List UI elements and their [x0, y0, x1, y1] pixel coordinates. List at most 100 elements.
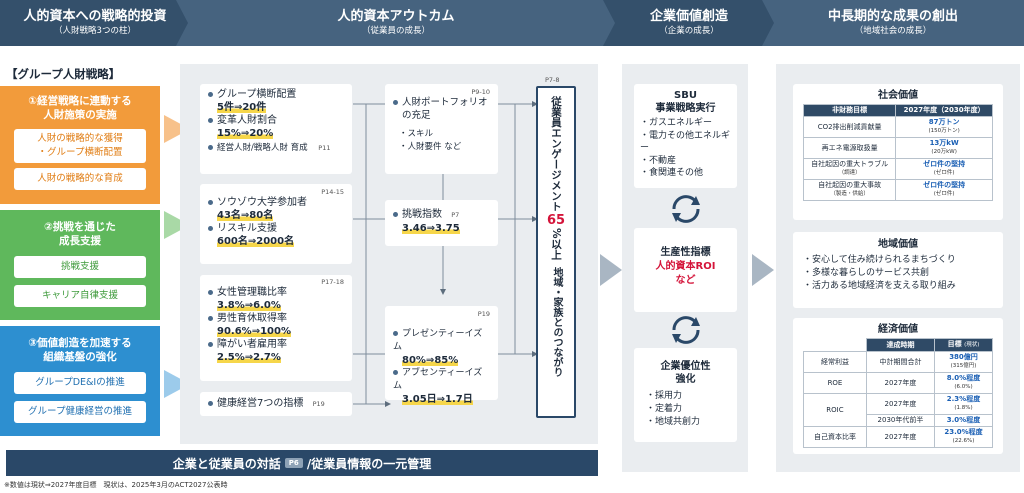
footnote: ※数値は現状⇒2027年度目標 現状は、2025年3月のACT2027公表時 [4, 481, 228, 489]
human-capital-roi: 人的資本ROI [655, 261, 716, 272]
economic-metric: 経常利益 [803, 351, 867, 373]
pillar-2-item-challenge: 挑戦支援 [14, 256, 146, 278]
page-ref: P19 [477, 310, 490, 318]
economic-period: 2027年度 [865, 393, 936, 415]
social-target-2030: (150万トン) [928, 128, 960, 134]
kpi-1-item-3: 経営人財/戦略人財 育成 P11 [208, 142, 344, 155]
advantage-item: ・採用力 [646, 391, 683, 401]
sbu-item: ・電力その他エネルギー [640, 130, 731, 154]
outcome-challenge-value: 3.46⇒3.75 [402, 223, 460, 234]
header-title: 企業価値創造 [649, 9, 728, 24]
economic-period: 2027年度 [865, 372, 936, 394]
header-outcome: 人的資本アウトカム （従業員の成長） [176, 0, 616, 46]
outcome-presenteeism-title: プレゼンティーイズム [393, 329, 483, 352]
header-investment: 人的資本への戦略的投資 （人財戦略3つの柱） [0, 0, 190, 46]
bottom-bar: 企業と従業員の対話 P6 /従業員情報の一元管理 [6, 450, 598, 476]
value-productivity-box: 生産性指標 人的資本ROI など [634, 228, 737, 312]
arrow-to-value [600, 254, 622, 286]
table-row: 自社起因の重大トラブル（調達）ゼロ件の堅持(ゼロ件) [802, 158, 993, 180]
header-value: 企業価値創造 （企業の成長） [603, 0, 775, 46]
social-target: 87万トン (150万トン) [895, 116, 993, 138]
cycle-icon-bottom [666, 314, 706, 346]
economic-current: (22.6%) [952, 438, 975, 444]
outcome-portfolio-req: ・人財要件 など [399, 142, 462, 152]
economic-current: (6.0%) [954, 384, 973, 390]
header-subtitle: （地域社会の成長） [854, 26, 932, 36]
pillar-1-item-acquire: 人財の戦略的な獲得・グループ横断配置 [14, 129, 146, 163]
header-title: 人的資本アウトカム [337, 9, 455, 24]
engagement-title: 従業員エンゲージメント [550, 96, 562, 212]
economic-target: 23.0%程度(22.6%) [934, 426, 993, 448]
table-row: 自社起因の重大事故（製造・供給）ゼロ件の堅持(ゼロ件) [802, 179, 993, 201]
economic-target-value: 2.3%程度 [946, 395, 981, 403]
economic-metric: 自己資本比率 [803, 426, 867, 448]
header-title: 人的資本への戦略的投資 [23, 9, 167, 24]
table-row: CO2排出削減貢献量 87万トン (150万トン) [802, 116, 993, 138]
productivity-etc: など [675, 275, 696, 286]
regional-item: ・安心して住み続けられるまちづくり [803, 255, 956, 265]
outcome-box-presenteeism: P19 プレゼンティーイズム 80%⇒85% アブセンティーイズム 3.05日⇒… [385, 306, 498, 405]
economic-metric: ROIC [803, 393, 867, 427]
pillar-2: ②挑戦を通じた成長支援 挑戦支援 キャリア自律支援 [0, 210, 160, 320]
pillar-1: ①経営戦略に連動する人財施策の実施 人財の戦略的な獲得・グループ横断配置 人財の… [0, 86, 160, 204]
advantage-item: ・地域共創力 [646, 417, 701, 427]
social-target-2030: (ゼロ件) [933, 191, 955, 197]
sbu-item: ・ガスエネルギー [640, 118, 713, 128]
kpi-3-item-1: 女性管理職比率 [208, 286, 344, 299]
social-metric-note: （調達） [838, 170, 861, 176]
kpi-2-item-1: ソウゾウ大学参加者 [208, 196, 344, 209]
economic-target: 8.0%程度(6.0%) [934, 372, 993, 394]
kpi-box-2: P14-15 ソウゾウ大学参加者 43名⇒80名 リスキル支援 600名⇒200… [200, 184, 352, 264]
outcome-portfolio-title: 人財ポートフォリオ [393, 96, 490, 109]
page-ref: P17-18 [321, 278, 344, 286]
pillar-3-item-dei: グループDE&Iの推進 [14, 372, 146, 394]
bottom-bar-text-a: 企業と従業員の対話 [172, 456, 281, 471]
table-row: 再エネ電源取扱量 13万kW(20万kW) [802, 137, 993, 159]
kpi-1-value-2: 15%⇒20% [217, 128, 274, 139]
outcome-box-portfolio: P9-10 人財ポートフォリオ の充足 ・スキル ・人財要件 など [385, 84, 498, 174]
outcome-presenteeism-value: 80%⇒85% [402, 355, 459, 366]
economic-metric: ROE [803, 372, 867, 394]
social-metric-label: CO2排出削減貢献量 [817, 122, 882, 131]
bottom-bar-page: P6 [284, 458, 303, 468]
sbu-title: SBU [674, 90, 697, 101]
kpi-3-item-2: 男性育休取得率 [208, 312, 344, 325]
header-title: 中長期的な成果の創出 [827, 9, 958, 24]
social-value-title: 社会価値 [878, 90, 918, 101]
engagement-value: 65 [546, 212, 566, 228]
regional-list: ・安心して住み続けられるまちづくり・多様な暮らしのサービス共創・活力ある地域経済… [803, 254, 993, 293]
advantage-subtitle: 強化 [675, 374, 696, 385]
economic-header-2: 目標 (現状) [934, 338, 993, 352]
pillar-3-title: ③価値創造を加速する組織基盤の強化 [28, 337, 132, 363]
social-metric: 再エネ電源取扱量 [802, 137, 897, 159]
kpi-box-1: グループ横断配置 5件⇒20件 変革人財割合 15%⇒20% 経営人財/戦略人財… [200, 84, 352, 174]
pillar-1-item-develop: 人財の戦略的な育成 [14, 168, 146, 190]
outcome-portfolio-title-2: の充足 [402, 110, 431, 121]
regional-value-box: 地域価値 ・安心して住み続けられるまちづくり・多様な暮らしのサービス共創・活力あ… [793, 232, 1003, 308]
social-target-value: ゼロ件の堅持 [923, 181, 966, 189]
header-subtitle: （人財戦略3つの柱） [54, 26, 136, 36]
social-target: 13万kW(20万kW) [895, 137, 993, 159]
value-sbu-box: SBU 事業戦略実行 ・ガスエネルギー・電力その他エネルギー・不動産・食関連その… [634, 84, 737, 188]
bottom-bar-text-b: /従業員情報の一元管理 [306, 456, 432, 471]
social-target: ゼロ件の堅持 (ゼロ件) [895, 179, 993, 201]
pillar-2-title: ②挑戦を通じた成長支援 [44, 221, 116, 247]
social-metric-label: 再エネ電源取扱量 [821, 143, 878, 152]
economic-target: 3.0%程度 [934, 414, 993, 427]
economic-period: 中計期間合計 [865, 351, 936, 373]
advantage-title: 企業優位性 [660, 361, 711, 372]
pillar-3-item-health: グループ健康経営の推進 [14, 401, 146, 423]
kpi-box-3: P17-18 女性管理職比率 3.8%⇒6.0% 男性育休取得率 90.6%⇒1… [200, 275, 352, 381]
social-target-value: 87万トン [928, 118, 960, 126]
engagement-unit: %以上 [550, 227, 562, 260]
outcome-challenge-title: 挑戦指数 P7 [393, 208, 490, 222]
outcome-absenteeism-value: 3.05日⇒1.7日 [402, 394, 473, 405]
economic-current: (1.8%) [954, 405, 973, 411]
social-metric: CO2排出削減貢献量 [802, 116, 897, 138]
